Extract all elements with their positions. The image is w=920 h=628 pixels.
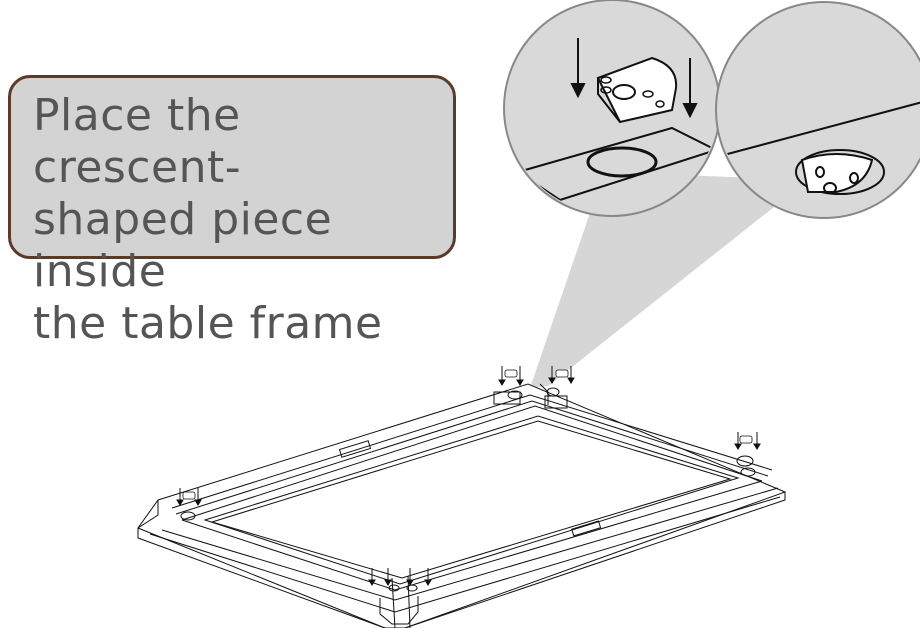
- corner-hole-top-2: [546, 387, 560, 397]
- corner-hole-bottom-2: [406, 584, 418, 592]
- frame-panel-opening: [203, 415, 740, 585]
- small-crescent-pieces: [182, 369, 753, 500]
- frame-rail-right: [404, 492, 786, 628]
- instruction-callout: Place the crescent- shaped piece inside …: [8, 75, 456, 349]
- frame-panel-inner: [210, 420, 732, 579]
- corner-hole-left: [180, 511, 196, 521]
- frame-tab-bottom: [571, 520, 602, 537]
- corner-arrows: [176, 366, 761, 586]
- frame-center-joint-top: [539, 383, 549, 405]
- crescent-piece-icon: [596, 56, 678, 124]
- frame-inner-top-2: [175, 400, 769, 515]
- down-arrow-icon: [570, 38, 586, 99]
- down-arrow-icon: [682, 58, 698, 119]
- frame-inner-top: [171, 394, 773, 509]
- magnifier-2-frame-edge: [719, 99, 920, 157]
- frame-bottom-notch: [379, 596, 419, 625]
- frame-center-joint-bottom-2: [407, 575, 411, 628]
- zoom-beam: [530, 172, 808, 388]
- frame-tab-left: [338, 440, 372, 458]
- magnifier-step-1: [503, 0, 721, 217]
- frame-center-joint-bottom: [391, 577, 396, 628]
- corner-hole-bottom: [388, 584, 400, 592]
- magnifier-1-ring: [586, 146, 658, 178]
- frame-rail-bottom: [137, 528, 386, 628]
- instruction-text: Place the crescent- shaped piece inside …: [33, 90, 383, 349]
- frame-inner-bottom-2: [161, 487, 779, 601]
- frame-inner-bottom: [181, 480, 763, 591]
- frame-inner-bottom-3: [149, 496, 781, 613]
- corner-hole-top: [507, 390, 523, 400]
- frame-rail-left-outer: [137, 500, 159, 529]
- corner-hole-right: [736, 455, 754, 467]
- corner-hole-right-2: [740, 467, 756, 477]
- magnifier-step-2: [715, 1, 920, 219]
- frame-inner-top-3: [181, 405, 763, 521]
- table-frame: [137, 383, 787, 628]
- crescent-piece-icon: [800, 153, 874, 194]
